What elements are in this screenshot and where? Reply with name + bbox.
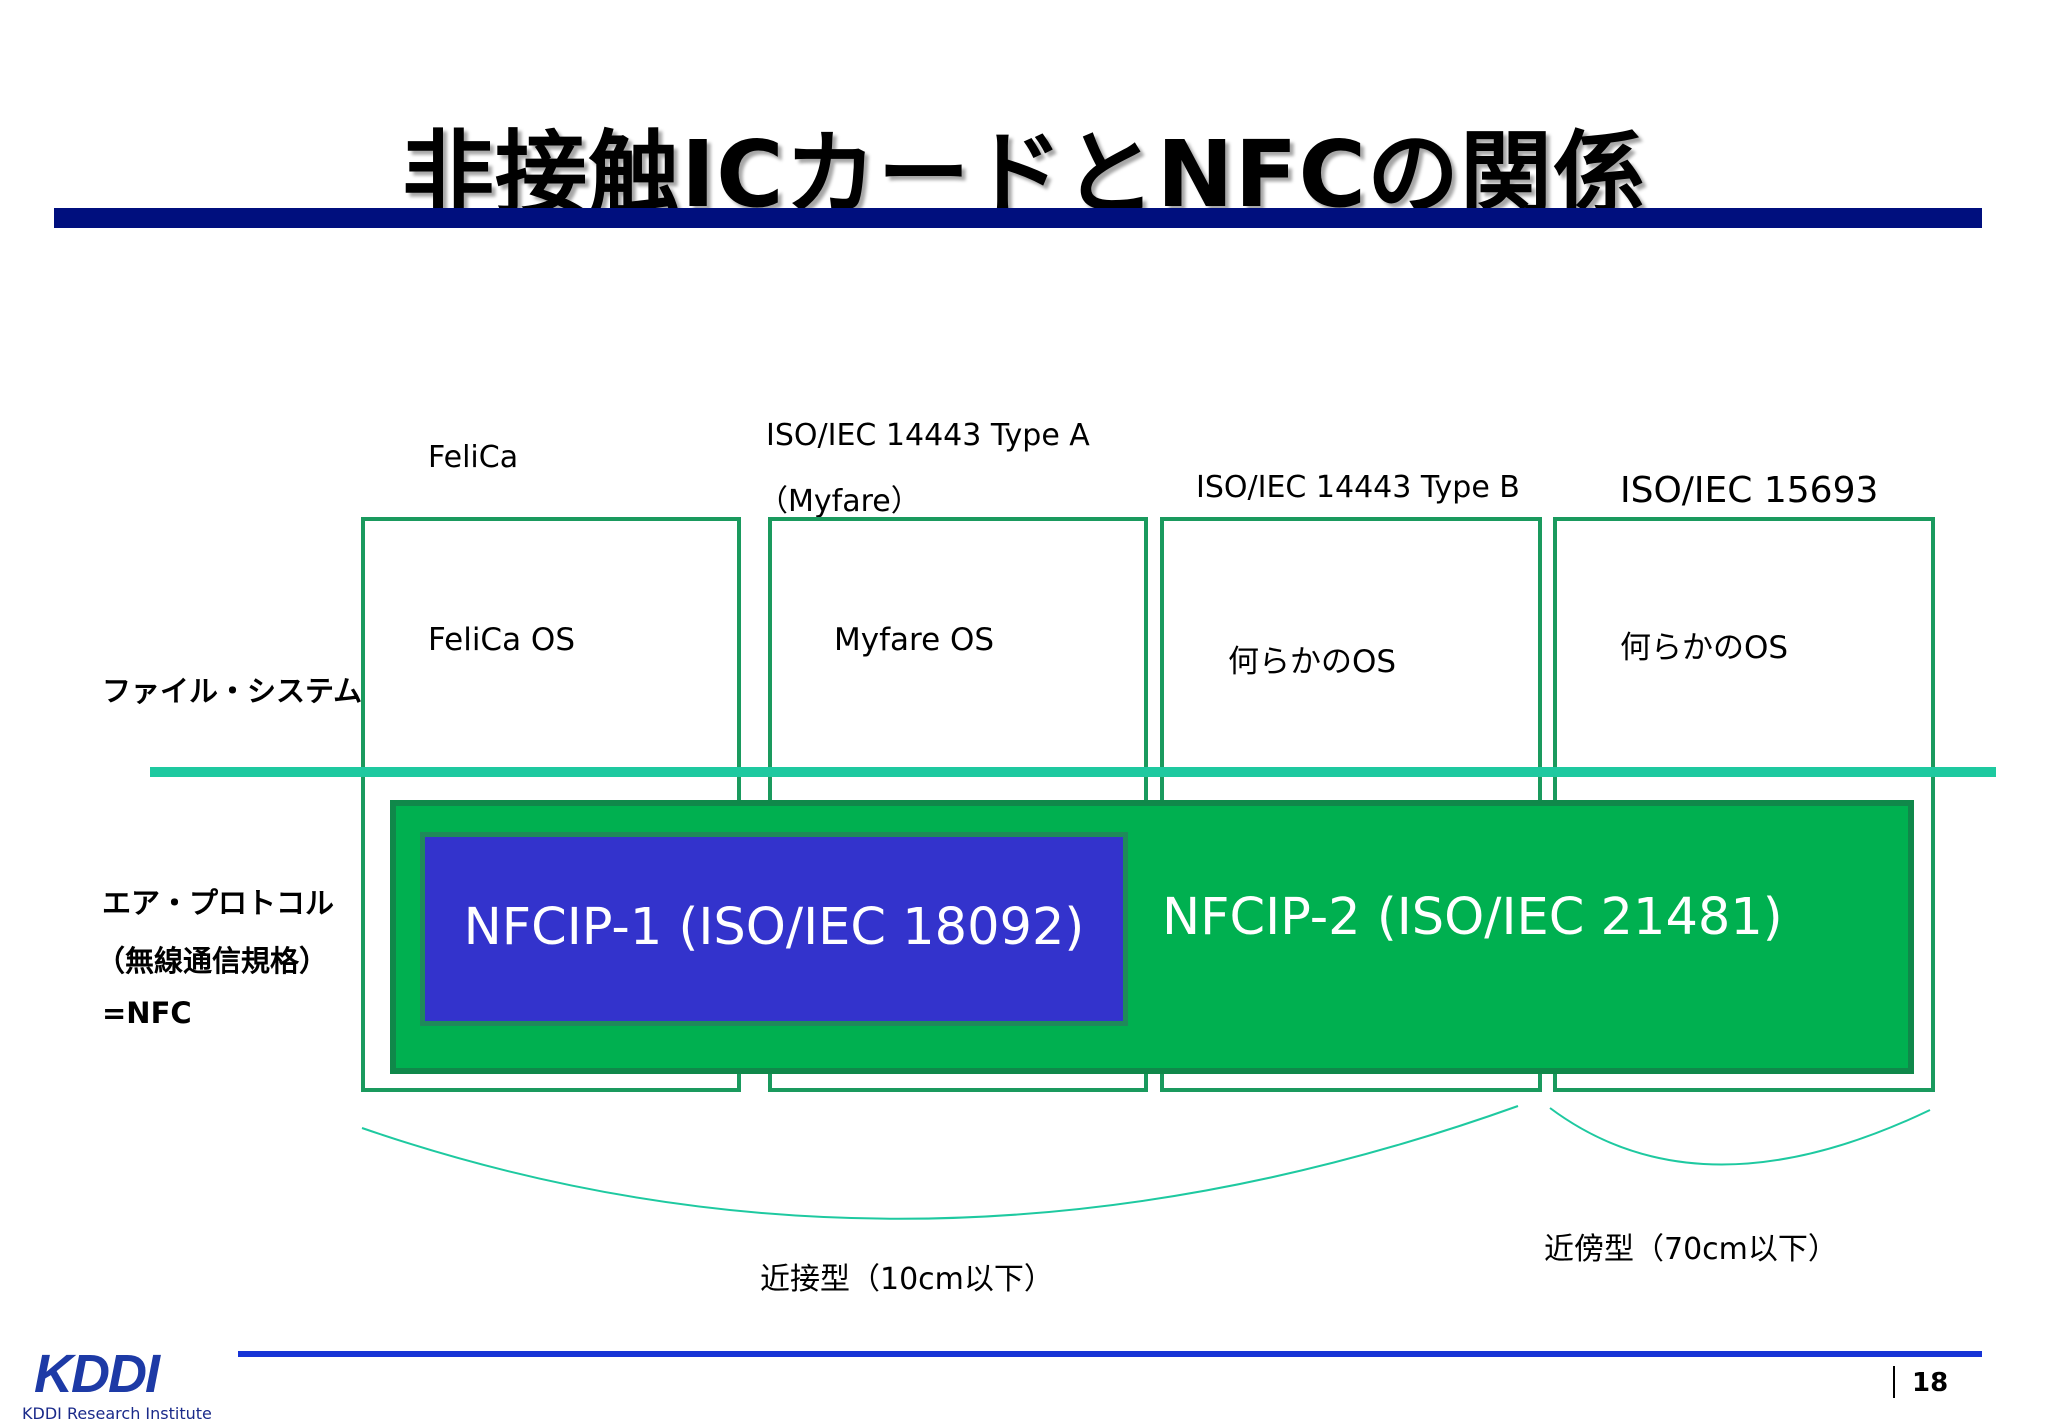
standard-label-typeb: ISO/IEC 14443 Type B xyxy=(1196,470,1520,505)
vicinity-brace xyxy=(1549,1107,1931,1166)
standard-label-felica: FeliCa xyxy=(428,440,519,475)
svg-text:KDDI: KDDI xyxy=(34,1346,161,1400)
kddi-logo: KDDI xyxy=(34,1346,163,1400)
nfcip1-block xyxy=(420,832,1128,1026)
standard-sublabel-myfare: （Myfare） xyxy=(758,484,921,519)
layer-divider xyxy=(150,767,1996,777)
proximity-range-label: 近接型（10cm以下） xyxy=(760,1262,1054,1297)
vicinity-range-label: 近傍型（70cm以下） xyxy=(1544,1232,1838,1267)
nfcip1-label: NFCIP-1 (ISO/IEC 18092) xyxy=(463,898,1085,957)
os-label-myfare: Myfare OS xyxy=(834,622,995,658)
standard-label-15693: ISO/IEC 15693 xyxy=(1620,470,1879,511)
os-label-felica: FeliCa OS xyxy=(428,622,576,658)
logo-subtitle: KDDI Research Institute xyxy=(22,1404,212,1423)
os-label-typeb: 何らかのOS xyxy=(1228,644,1397,680)
page-number-separator xyxy=(1893,1366,1895,1398)
page-number: 18 xyxy=(1912,1368,1949,1398)
title-underline xyxy=(54,208,1982,228)
os-label-15693: 何らかのOS xyxy=(1620,630,1789,666)
nfc-label: =NFC xyxy=(102,996,192,1030)
standard-label-typea: ISO/IEC 14443 Type A xyxy=(766,418,1090,453)
nfcip2-label: NFCIP-2 (ISO/IEC 21481) xyxy=(1162,888,1783,947)
air-protocol-sublabel: （無線通信規格） xyxy=(96,944,329,978)
file-system-label: ファイル・システム xyxy=(102,674,363,708)
footer-rule xyxy=(238,1351,1982,1357)
proximity-brace xyxy=(361,1105,1519,1220)
air-protocol-label: エア・プロトコル xyxy=(102,886,335,920)
